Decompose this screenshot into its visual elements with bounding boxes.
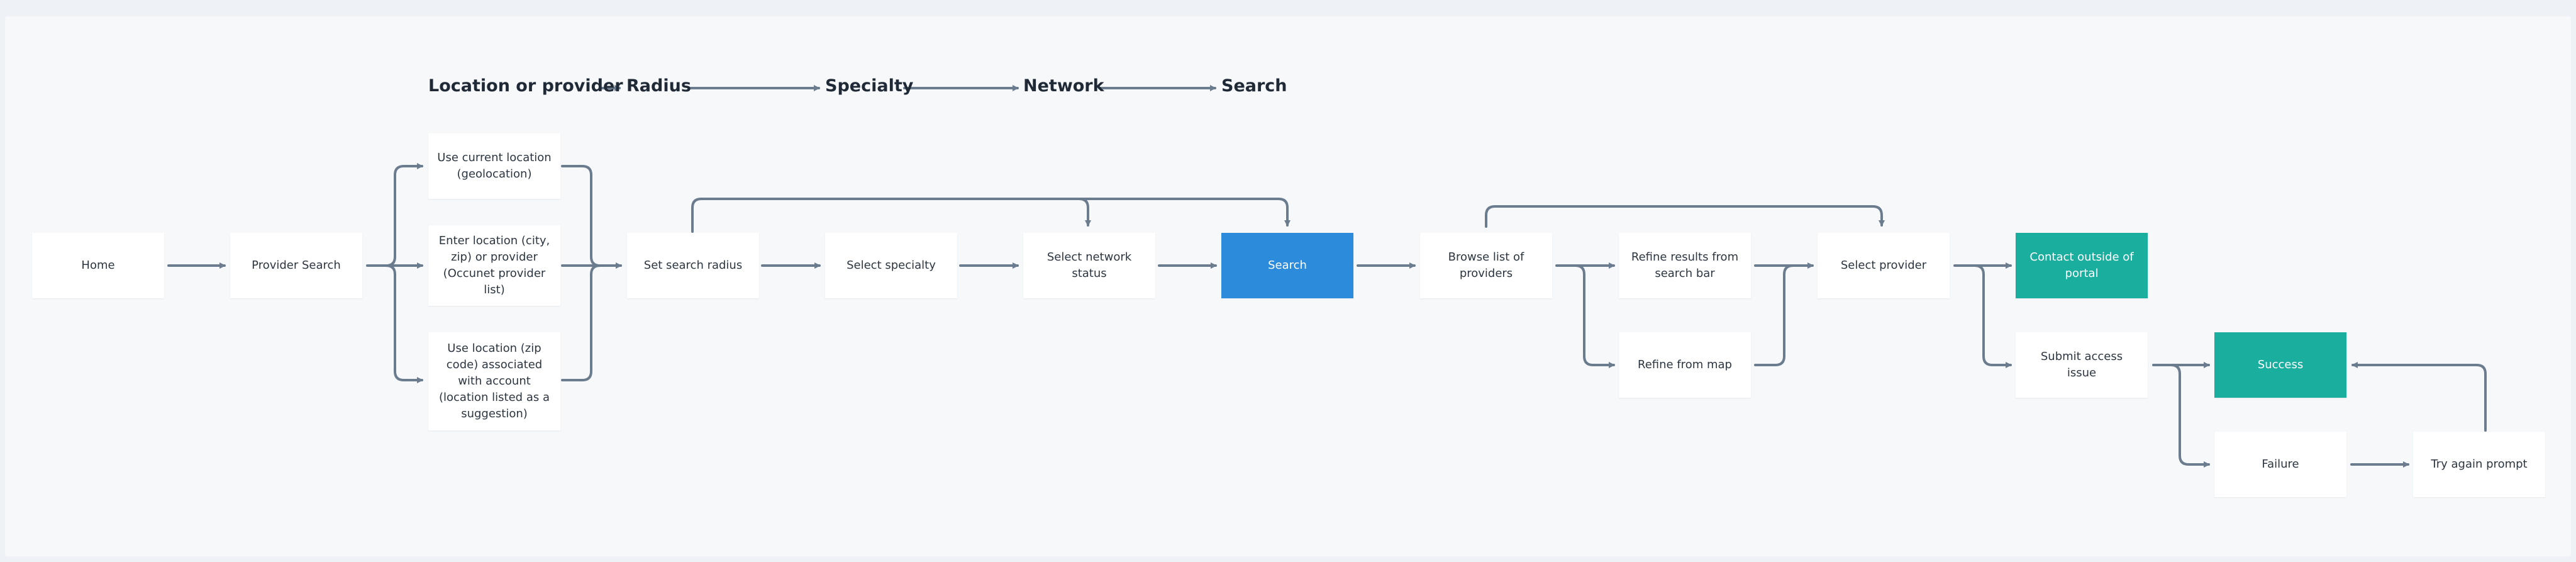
arrow-select-submit — [1974, 264, 2012, 368]
arrow-fan-out — [366, 163, 423, 267]
arrow-fan-in-bottom — [561, 264, 601, 381]
arrow-fan-out-bottom — [385, 264, 423, 383]
node-select-network-status[interactable]: Select network status — [1023, 233, 1155, 298]
node-home[interactable]: Home — [32, 233, 164, 298]
node-search[interactable]: Search — [1221, 233, 1353, 298]
arrow-fan-in — [561, 165, 622, 269]
node-contact-outside[interactable]: Contact outside of portal — [2016, 233, 2148, 298]
node-set-search-radius[interactable]: Set search radius — [627, 233, 759, 298]
arrow-radius-bypass — [691, 198, 1291, 233]
node-refine-search-bar[interactable]: Refine results from search bar — [1619, 233, 1751, 298]
arrow-browse-bypass — [1485, 205, 1885, 228]
node-submit-access-issue[interactable]: Submit access issue — [2016, 332, 2148, 398]
node-provider-search[interactable]: Provider Search — [230, 233, 362, 298]
header-step-search: Search — [1221, 76, 1287, 96]
node-success[interactable]: Success — [2214, 332, 2346, 398]
node-try-again[interactable]: Try again prompt — [2413, 432, 2545, 497]
header-step-radius: Radius — [626, 76, 691, 96]
node-failure[interactable]: Failure — [2214, 432, 2346, 497]
arrow-browse-refine-map — [1574, 264, 1615, 368]
node-refine-map[interactable]: Refine from map — [1619, 332, 1751, 398]
arrow-map-select — [1754, 264, 1794, 366]
node-browse-list[interactable]: Browse list of providers — [1420, 233, 1552, 298]
header-step-network: Network — [1023, 76, 1104, 96]
header-step-specialty: Specialty — [825, 76, 914, 96]
arrow-submit-failure — [2170, 364, 2210, 468]
arrow-radius-bypass-network — [1078, 198, 1091, 227]
arrow-try-again-success — [2351, 362, 2487, 432]
node-enter-location[interactable]: Enter location (city, zip) or provider (… — [428, 225, 560, 306]
header-step-location: Location or provider — [428, 76, 623, 96]
node-use-account-location[interactable]: Use location (zip code) associated with … — [428, 332, 560, 430]
node-select-provider[interactable]: Select provider — [1818, 233, 1950, 298]
node-use-current-location[interactable]: Use current location (geolocation) — [428, 133, 560, 199]
node-select-specialty[interactable]: Select specialty — [825, 233, 957, 298]
